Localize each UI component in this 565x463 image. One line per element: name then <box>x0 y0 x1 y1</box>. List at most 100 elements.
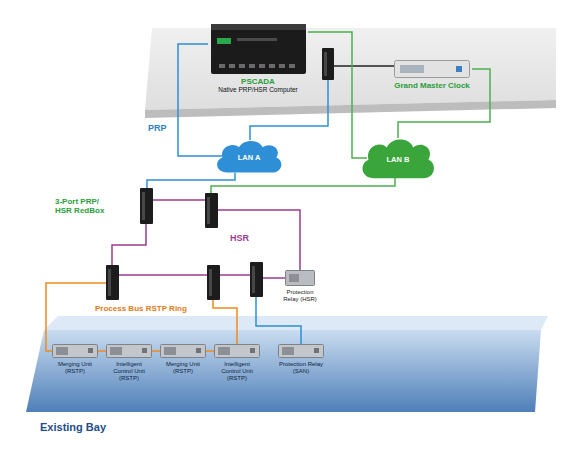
unit-display <box>164 347 176 355</box>
unit-icon <box>106 344 152 358</box>
hsr-wire <box>220 274 250 276</box>
clock-display <box>400 65 424 73</box>
unit-chassis <box>215 345 260 358</box>
port <box>229 64 235 68</box>
unit-icon <box>278 344 324 358</box>
port <box>259 64 265 68</box>
hsr-wire <box>112 224 146 265</box>
unit-display <box>218 347 230 355</box>
redbox-panel <box>207 197 210 224</box>
control-room-floor <box>145 28 556 110</box>
node-label: Merging Unit (RSTP) <box>52 361 98 375</box>
unit-button <box>88 348 93 353</box>
node-label: LAN B <box>387 156 410 165</box>
merging-unit: Merging Unit (RSTP) <box>52 344 98 375</box>
clock-wire <box>334 65 394 67</box>
port <box>269 64 275 68</box>
chassis-top <box>211 24 306 30</box>
unit-button <box>314 348 319 353</box>
bay-band: Existing Bay Merging Unit (RSTP) Intellige… <box>28 316 545 434</box>
prp-wire <box>211 178 395 193</box>
control-room-floor-edge <box>145 100 556 118</box>
network-wires <box>46 66 395 351</box>
clock-icon <box>394 60 470 78</box>
platforms <box>26 28 556 412</box>
switch <box>207 265 220 300</box>
protection-relay: Protection Relay (HSR) <box>278 270 322 303</box>
unit-display <box>110 347 122 355</box>
rstp-link <box>98 350 106 352</box>
port <box>239 64 245 68</box>
network-label: HSR <box>230 233 249 243</box>
rstp-link <box>152 350 160 352</box>
chassis <box>211 24 306 74</box>
node-label: Grand Master Clock <box>394 81 470 90</box>
node-label: 3-Port PRP/ HSR RedBox <box>55 197 111 215</box>
node-label: Merging Unit (RSTP) <box>160 361 206 375</box>
node-label: Existing Bay <box>40 421 545 434</box>
unit-chassis <box>279 345 324 358</box>
hsr-wire <box>218 210 300 270</box>
switch-panel <box>252 266 255 293</box>
redbox: 3-Port PRP/ HSR RedBox <box>55 188 153 224</box>
unit-display <box>56 347 68 355</box>
unit-button <box>142 348 147 353</box>
connectors <box>98 32 490 351</box>
clock-chassis <box>395 61 470 78</box>
node-label: Protection Relay (HSR) <box>278 289 322 303</box>
vent <box>237 38 277 41</box>
unit-chassis <box>161 345 206 358</box>
unit-chassis <box>53 345 98 358</box>
hsr-wire <box>119 274 207 276</box>
redbox <box>205 193 218 228</box>
hsr-wire <box>153 199 205 201</box>
redbox-panel <box>142 192 145 220</box>
switch-panel <box>209 269 212 296</box>
rstp-wire <box>46 283 106 351</box>
network-label: PRP <box>148 123 167 133</box>
node-label: PSCADA <box>241 77 275 86</box>
control-unit: Intelligent Control Unit (RSTP) <box>106 344 152 382</box>
node-label: Protection Relay (SAN) <box>278 361 324 375</box>
lan-cloud: LAN B <box>358 136 438 180</box>
port <box>249 64 255 68</box>
unit-display <box>282 347 294 355</box>
switch <box>250 262 263 297</box>
merging-unit: Merging Unit (RSTP) <box>160 344 206 375</box>
switch <box>106 265 119 300</box>
node-label: Intelligent Control Unit (RSTP) <box>106 361 152 382</box>
relay-icon <box>285 270 315 286</box>
port <box>279 64 285 68</box>
clock-led <box>456 66 462 72</box>
unit-button <box>250 348 255 353</box>
logo <box>217 38 231 44</box>
bay-floor <box>26 330 541 412</box>
network-label: Process Bus RSTP Ring <box>95 304 187 313</box>
switch-panel <box>108 269 111 296</box>
master-clock: Grand Master Clock <box>392 60 472 90</box>
unit-icon <box>214 344 260 358</box>
relay-chassis <box>286 271 315 286</box>
box-icon <box>140 188 153 224</box>
computer-icon <box>211 24 306 74</box>
unit-icon <box>52 344 98 358</box>
network-devices <box>106 48 334 300</box>
bay-floor-top <box>44 316 548 330</box>
rstp-link <box>206 350 214 352</box>
cloud-outline <box>217 141 281 173</box>
protection-relay: Protection Relay (SAN) <box>278 344 324 375</box>
scada-computer: PSCADANative PRP/HSR Computer <box>208 24 308 94</box>
node-label: Intelligent Control Unit (RSTP) <box>214 361 260 382</box>
unit-chassis <box>107 345 152 358</box>
port <box>289 64 295 68</box>
unit-button <box>196 348 201 353</box>
prp-link <box>308 32 367 158</box>
redbox-chassis <box>140 188 153 224</box>
rstp-wire <box>213 300 237 344</box>
cloud-outline <box>363 140 434 179</box>
clock-link <box>398 69 490 138</box>
node-label: LAN A <box>238 154 261 163</box>
port <box>219 64 225 68</box>
control-unit: Intelligent Control Unit (RSTP) <box>214 344 260 382</box>
